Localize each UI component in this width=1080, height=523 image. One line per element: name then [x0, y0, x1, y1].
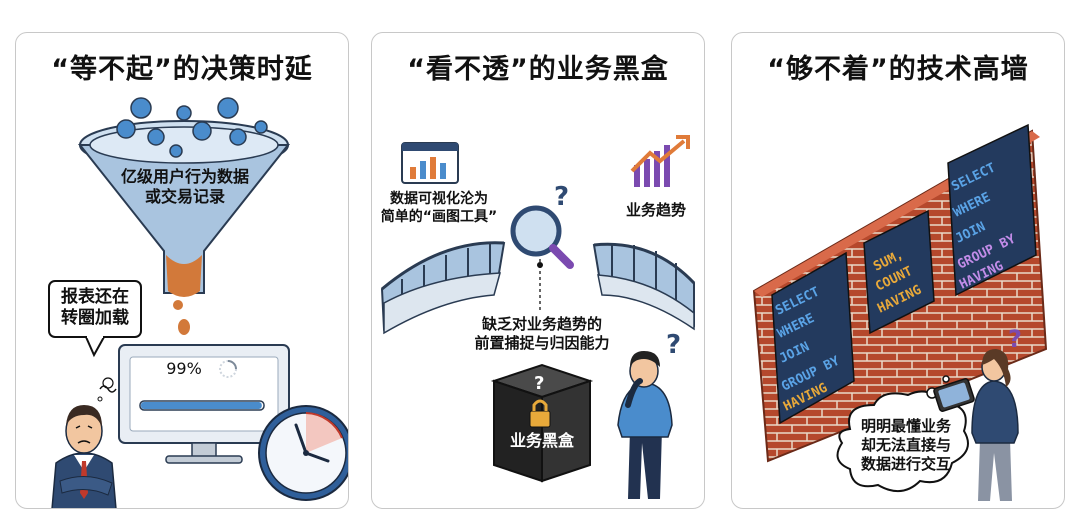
speech-bubble	[48, 280, 142, 358]
progress-bar-fill	[141, 402, 262, 409]
panel-business-blackbox: “看不透”的业务黑盒	[371, 32, 705, 509]
monitor-icon	[118, 344, 290, 464]
panel-tech-wall: “够不着”的技术高墙 SELECT WHERE JOIN GROUP BY H	[731, 32, 1065, 509]
business-trend-label: 业务趋势	[625, 201, 686, 219]
thought-bubble-text: 明明最懂业务 却无法直接与 数据进行交互	[860, 417, 951, 473]
decision-latency-illustration	[48, 97, 348, 508]
confused-woman-avatar: ?	[933, 325, 1022, 501]
speech-bubble-text: 报表还在 转圈加载	[61, 287, 129, 329]
panel-title: “看不透”的业务黑盒	[407, 54, 669, 85]
black-box-label: 业务黑盒	[509, 431, 574, 450]
tech-wall-illustration: SELECT WHERE JOIN GROUP BY HAVING SUM, C…	[752, 123, 1048, 501]
loading-spinner-icon	[219, 360, 237, 378]
frustrated-man-avatar	[51, 377, 117, 508]
panel-title: “等不起”的决策时延	[51, 54, 313, 85]
magnifier-icon: ?	[510, 182, 574, 269]
trend-up-icon	[630, 135, 690, 187]
svg-text:?: ?	[554, 182, 569, 212]
funnel-icon	[77, 97, 291, 335]
black-box-icon: ?	[490, 363, 594, 483]
progress-percent: 99%	[166, 359, 202, 378]
panel-decision-latency: “等不起”的决策时延	[15, 32, 349, 509]
svg-text:?: ?	[1008, 325, 1022, 353]
sql-screen-center	[863, 209, 935, 335]
thinking-man-avatar: ?	[617, 330, 681, 499]
visualization-tool-label: 数据可视化沦为 简单的“画图工具”	[380, 191, 498, 225]
sql-screen-right	[947, 123, 1037, 297]
clock-icon	[258, 405, 348, 501]
broken-bridge-left	[380, 241, 506, 335]
business-blackbox-illustration: ? ? ?	[380, 135, 696, 499]
panel-title: “够不着”的技术高墙	[767, 54, 1029, 85]
funnel-label: 亿级用户行为数据 或交易记录	[120, 167, 249, 206]
svg-text:?: ?	[666, 330, 681, 360]
broken-bridge-right	[592, 242, 696, 331]
sql-screen-left	[771, 251, 855, 425]
svg-text:?: ?	[534, 373, 544, 394]
gap-description: 缺乏对业务趋势的 前置捕捉与归因能力	[474, 315, 610, 352]
bar-chart-window-icon	[401, 142, 459, 184]
